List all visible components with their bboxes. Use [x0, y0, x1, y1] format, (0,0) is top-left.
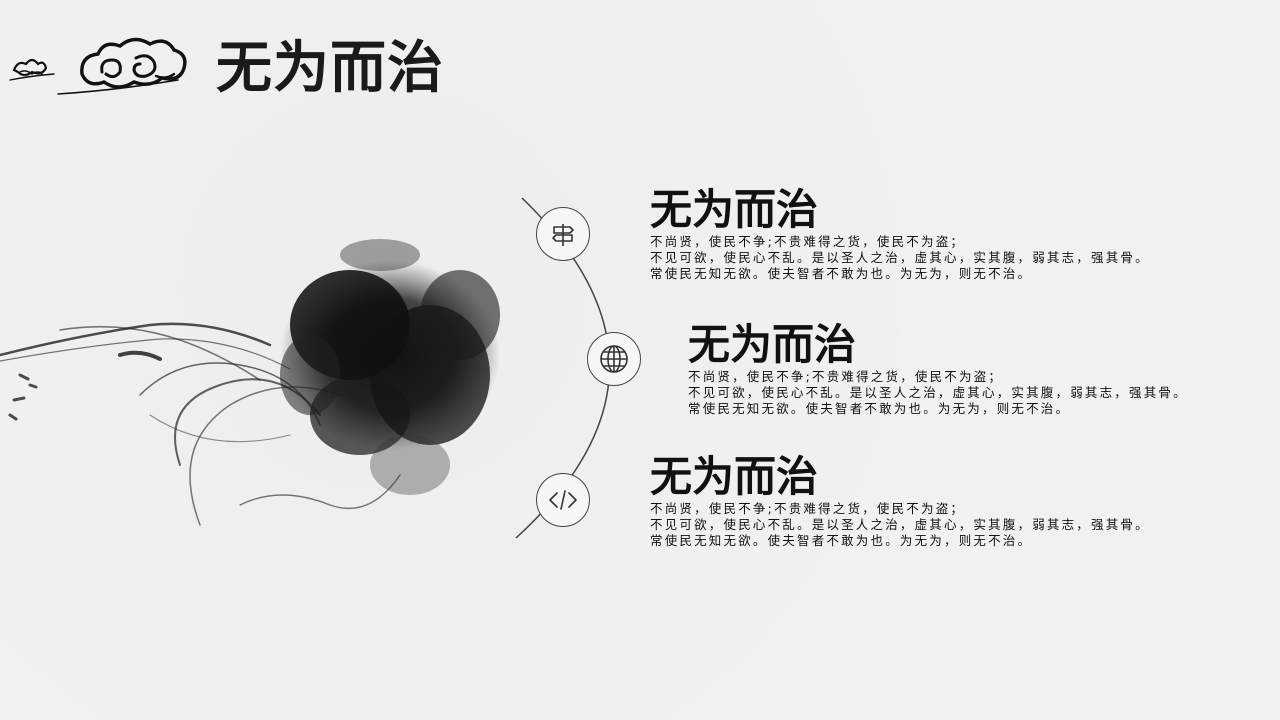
item-heading: 无为而治 — [650, 452, 819, 501]
item-heading: 无为而治 — [688, 320, 857, 369]
signpost-icon — [536, 207, 590, 261]
item-line: 常使民无知无欲。使夫智者不敢为也。为无为，则无不治。 — [688, 401, 1071, 416]
code-icon — [536, 473, 590, 527]
page-title: 无为而治 — [216, 36, 444, 101]
item-line: 不见可欲，使民心不乱。是以圣人之治，虚其心，实其腹，弱其志，强其骨。 — [688, 385, 1188, 400]
item-line: 常使民无知无欲。使夫智者不敢为也。为无为，则无不治。 — [650, 533, 1033, 548]
globe-icon — [587, 332, 641, 386]
list-item: 无为而治 不尚贤，使民不争;不贵难得之货，使民不为盗； 不见可欲，使民心不乱。是… — [650, 453, 1150, 549]
list-item: 无为而治 不尚贤，使民不争;不贵难得之货，使民不为盗； 不见可欲，使民心不乱。是… — [688, 321, 1188, 417]
item-line: 常使民无知无欲。使夫智者不敢为也。为无为，则无不治。 — [650, 266, 1033, 281]
cloud-logo-icon — [9, 37, 187, 95]
item-heading: 无为而治 — [650, 185, 819, 234]
item-line: 不见可欲，使民心不乱。是以圣人之治，虚其心，实其腹，弱其志，强其骨。 — [650, 517, 1150, 532]
item-line: 不尚贤，使民不争;不贵难得之货，使民不为盗； — [688, 369, 1004, 384]
list-item: 无为而治 不尚贤，使民不争;不贵难得之货，使民不为盗； 不见可欲，使民心不乱。是… — [650, 186, 1150, 282]
item-line: 不尚贤，使民不争;不贵难得之货，使民不为盗； — [650, 501, 966, 516]
ink-smoke-illustration — [0, 239, 500, 526]
item-line: 不见可欲，使民心不乱。是以圣人之治，虚其心，实其腹，弱其志，强其骨。 — [650, 250, 1150, 265]
item-line: 不尚贤，使民不争;不贵难得之货，使民不为盗； — [650, 234, 966, 249]
